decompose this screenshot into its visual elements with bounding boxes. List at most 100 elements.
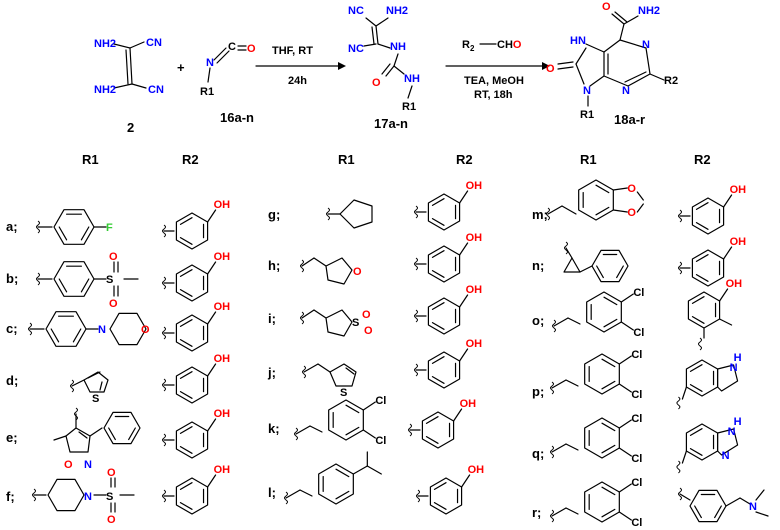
atom-f: F bbox=[106, 222, 113, 234]
row-label-f: f; bbox=[6, 489, 15, 504]
atom-o: O bbox=[247, 43, 256, 55]
r2-l-3-hydroxyphenyl: OH bbox=[416, 464, 484, 515]
row-label-i: i; bbox=[268, 311, 276, 326]
atom-s: S bbox=[106, 491, 113, 503]
atom-cl: Cl bbox=[375, 395, 386, 407]
atom-cn: CN bbox=[148, 84, 164, 96]
atom-s: S bbox=[92, 393, 99, 405]
atom-cl: Cl bbox=[631, 477, 642, 489]
row-label-j: j; bbox=[267, 365, 276, 380]
atom-cl: Cl bbox=[631, 517, 642, 529]
row-label-a: a; bbox=[6, 219, 18, 234]
compound-2-structure: NH2 CN NH2 CN bbox=[94, 37, 164, 96]
r2-f-3-hydroxyphenyl: OH bbox=[162, 464, 231, 515]
atom-o: O bbox=[602, 1, 611, 13]
atom-oh: OH bbox=[214, 199, 231, 211]
step2-reagent-cho: CHO bbox=[497, 39, 522, 51]
row-label-g: g; bbox=[268, 207, 280, 222]
atom-s: S bbox=[340, 387, 347, 399]
r1-d-2-thienyl: S bbox=[70, 371, 109, 405]
atom-cl: Cl bbox=[631, 349, 642, 361]
r2-m-3-hydroxyphenyl: OH bbox=[678, 184, 747, 235]
atom-o: O bbox=[372, 77, 381, 89]
atom-s: S bbox=[352, 317, 359, 329]
row-label-e: e; bbox=[6, 430, 18, 445]
atom-nh: NH bbox=[390, 41, 406, 53]
atom-cn: CN bbox=[146, 37, 162, 49]
col3-header-r2: R2 bbox=[694, 152, 711, 167]
r1-i-sulfolan-3-ylmethyl: SOO bbox=[300, 309, 373, 337]
atom-oh: OH bbox=[730, 184, 747, 196]
r1-m-benzodioxolylethyl: OO bbox=[546, 179, 644, 221]
atom-oh: OH bbox=[726, 278, 743, 290]
step2-reagent-r2: R2 bbox=[462, 39, 475, 53]
atom-n: N bbox=[722, 450, 730, 462]
r2-o-3-hydroxy-2-methylphenyl: OH bbox=[687, 278, 743, 351]
row-label-o: o; bbox=[532, 313, 544, 328]
r1-b-4-methylsulfonylphenyl: SOO bbox=[36, 251, 139, 310]
r2-p-indol-4-yl: HN bbox=[676, 352, 742, 410]
col2-header-r1: R1 bbox=[338, 152, 355, 167]
atom-n: N bbox=[98, 324, 106, 336]
r2-g-3-hydroxyphenyl: OH bbox=[414, 180, 482, 231]
r2-a-3-hydroxyphenyl: OH bbox=[162, 199, 231, 250]
atom-o: O bbox=[627, 183, 636, 195]
atom-o: O bbox=[107, 514, 116, 526]
r2-r-4-dimethylaminomethylphenyl: N bbox=[678, 487, 769, 523]
atom-oh: OH bbox=[466, 284, 483, 296]
atom-o: O bbox=[627, 207, 636, 219]
row-label-d: d; bbox=[6, 373, 18, 388]
atom-o: O bbox=[546, 63, 555, 75]
atom-nc: NC bbox=[348, 43, 364, 55]
atom-r1: R1 bbox=[580, 109, 594, 121]
atom-n: N bbox=[730, 362, 738, 374]
col1-header-r1: R1 bbox=[82, 152, 99, 167]
step1-conditions-line2: 24h bbox=[288, 75, 307, 87]
atom-hn: HN bbox=[570, 35, 586, 47]
col1-header-r2: R2 bbox=[182, 152, 199, 167]
atom-n: N bbox=[206, 57, 214, 69]
atom-o: O bbox=[362, 309, 371, 321]
atom-nc: NC bbox=[348, 5, 364, 17]
atom-n: N bbox=[583, 85, 591, 97]
r1-l-4-isopropylphenethyl bbox=[284, 451, 382, 505]
compound-16-structure: N C O R1 bbox=[200, 41, 256, 98]
atom-o: O bbox=[64, 459, 73, 471]
atom-c: C bbox=[228, 41, 236, 53]
atom-nh2: NH2 bbox=[94, 38, 116, 50]
atom-cl: Cl bbox=[631, 453, 642, 465]
r2-e-3-hydroxyphenyl: OH bbox=[162, 408, 231, 459]
atom-s: S bbox=[106, 274, 113, 286]
r2-b-3-hydroxyphenyl: OH bbox=[162, 251, 231, 302]
atom-oh: OH bbox=[214, 464, 231, 476]
step1-conditions-line1: THF, RT bbox=[272, 45, 313, 57]
row-label-c: c; bbox=[6, 321, 18, 336]
atom-oh: OH bbox=[466, 338, 483, 350]
atom-oh: OH bbox=[214, 301, 231, 313]
compound-18-label: 18a-r bbox=[614, 112, 645, 127]
atom-h: H bbox=[734, 352, 742, 364]
compound-16-label: 16a-n bbox=[220, 110, 254, 125]
compound-17-label: 17a-n bbox=[374, 116, 408, 131]
row-label-k: k; bbox=[268, 421, 280, 436]
row-label-q: q; bbox=[532, 446, 544, 461]
atom-n: N bbox=[622, 85, 630, 97]
r2-n-3-hydroxyphenyl: OH bbox=[678, 236, 746, 287]
row-label-l: l; bbox=[268, 485, 276, 500]
row-label-b: b; bbox=[6, 271, 18, 286]
atom-oh: OH bbox=[460, 398, 477, 410]
atom-nh: NH bbox=[404, 73, 420, 85]
r2-q-indazol-4-yl: HNN bbox=[676, 416, 742, 474]
atom-oh: OH bbox=[214, 408, 231, 420]
row-label-p: p; bbox=[532, 384, 544, 399]
atom-oh: OH bbox=[214, 251, 231, 263]
step2-conditions-line1: TEA, MeOH bbox=[464, 75, 524, 87]
atom-o: O bbox=[141, 324, 150, 336]
